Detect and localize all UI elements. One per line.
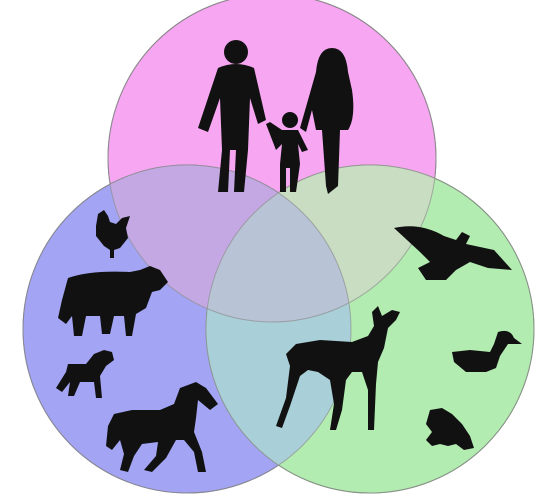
venn-diagram bbox=[0, 0, 540, 499]
venn-canvas bbox=[0, 0, 540, 499]
